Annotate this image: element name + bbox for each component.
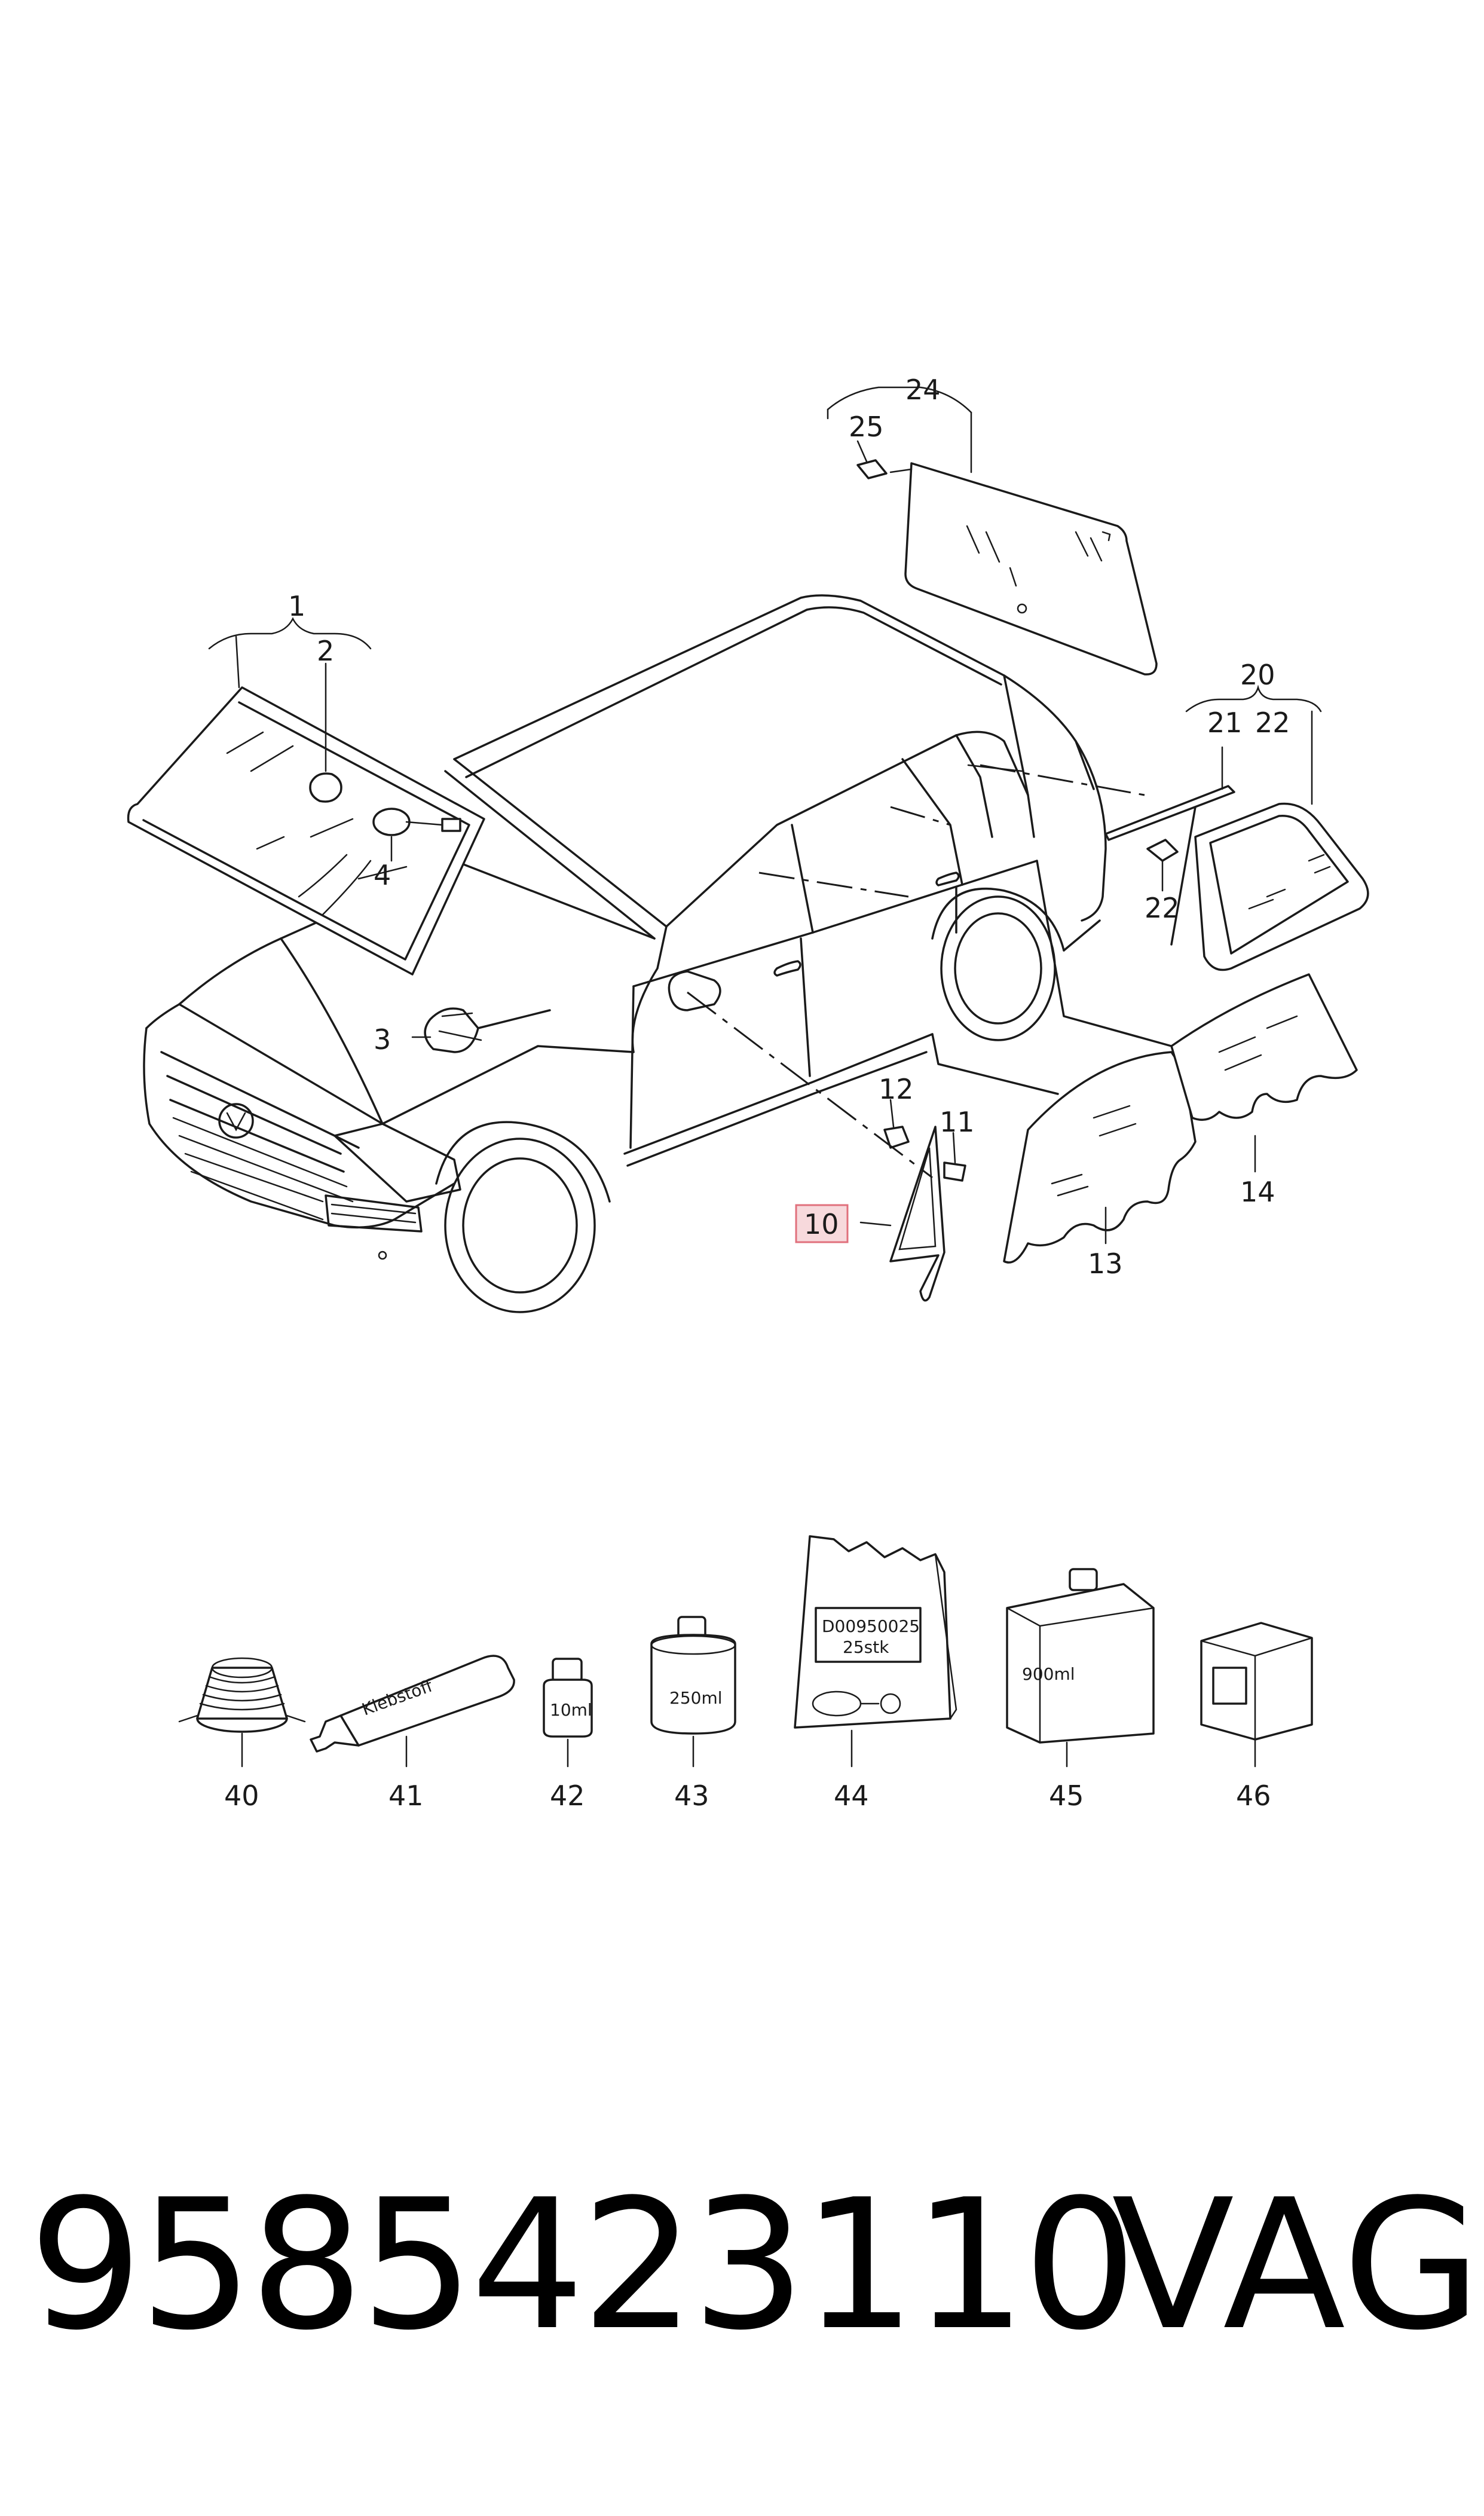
- callout-11: 11: [940, 1106, 975, 1138]
- callout-42: 42: [550, 1780, 585, 1812]
- bag-label-line1: D00950025: [822, 1616, 920, 1636]
- door-windows-group: [931, 860, 1358, 1264]
- triangle-window-group: [687, 991, 966, 1302]
- callout-10[interactable]: 10: [804, 1208, 839, 1240]
- accessory-box: [1200, 1622, 1313, 1768]
- callout-12: 12: [879, 1073, 914, 1105]
- callout-25: 25: [849, 411, 884, 443]
- windshield-group: [127, 617, 551, 1053]
- callout-22: 22: [1145, 892, 1180, 924]
- primer-can: [650, 1616, 736, 1768]
- callout-3: 3: [374, 1023, 391, 1056]
- callout-45: 45: [1049, 1780, 1084, 1812]
- primer-bottle-small: [543, 1658, 593, 1768]
- cleaner-canister: [1006, 1568, 1155, 1768]
- callout-43: 43: [674, 1780, 709, 1812]
- callout-22: 22: [1255, 707, 1290, 739]
- callout-41: 41: [388, 1780, 424, 1812]
- callout-14: 14: [1240, 1176, 1275, 1208]
- callout-13: 13: [1088, 1248, 1123, 1280]
- sealant-roll: [178, 1657, 306, 1768]
- bottle-label: 10ml: [550, 1700, 592, 1720]
- leader-line: [890, 806, 951, 826]
- adhesive-tube: [310, 1655, 515, 1768]
- callout-44: 44: [834, 1780, 869, 1812]
- callout-21: 21: [1207, 707, 1243, 739]
- clip-bag: [794, 1535, 957, 1768]
- leader-line: [758, 872, 909, 898]
- bag-label-line2: 25stk: [843, 1637, 889, 1657]
- callout-4: 4: [374, 859, 391, 891]
- leader-line: [980, 764, 1145, 796]
- callout-20: 20: [1240, 659, 1275, 691]
- callout-1: 1: [288, 590, 305, 622]
- callout-46: 46: [1236, 1780, 1271, 1812]
- callout-2: 2: [317, 635, 334, 667]
- callout-24: 24: [905, 374, 941, 406]
- part-number: 9585423110: [29, 2161, 1137, 2370]
- callout-40: 40: [224, 1780, 259, 1812]
- callout-10-highlight[interactable]: [795, 1204, 849, 1243]
- footer: 9585423110 VAG: [0, 2140, 1484, 2391]
- canister-label: 900ml: [1022, 1664, 1075, 1684]
- quarter-window-group: [1104, 684, 1369, 971]
- rear-window-group: [827, 386, 1158, 675]
- car-body: [143, 594, 1107, 1313]
- can-label: 250ml: [669, 1688, 723, 1708]
- brand-name: VAG: [1112, 2161, 1482, 2370]
